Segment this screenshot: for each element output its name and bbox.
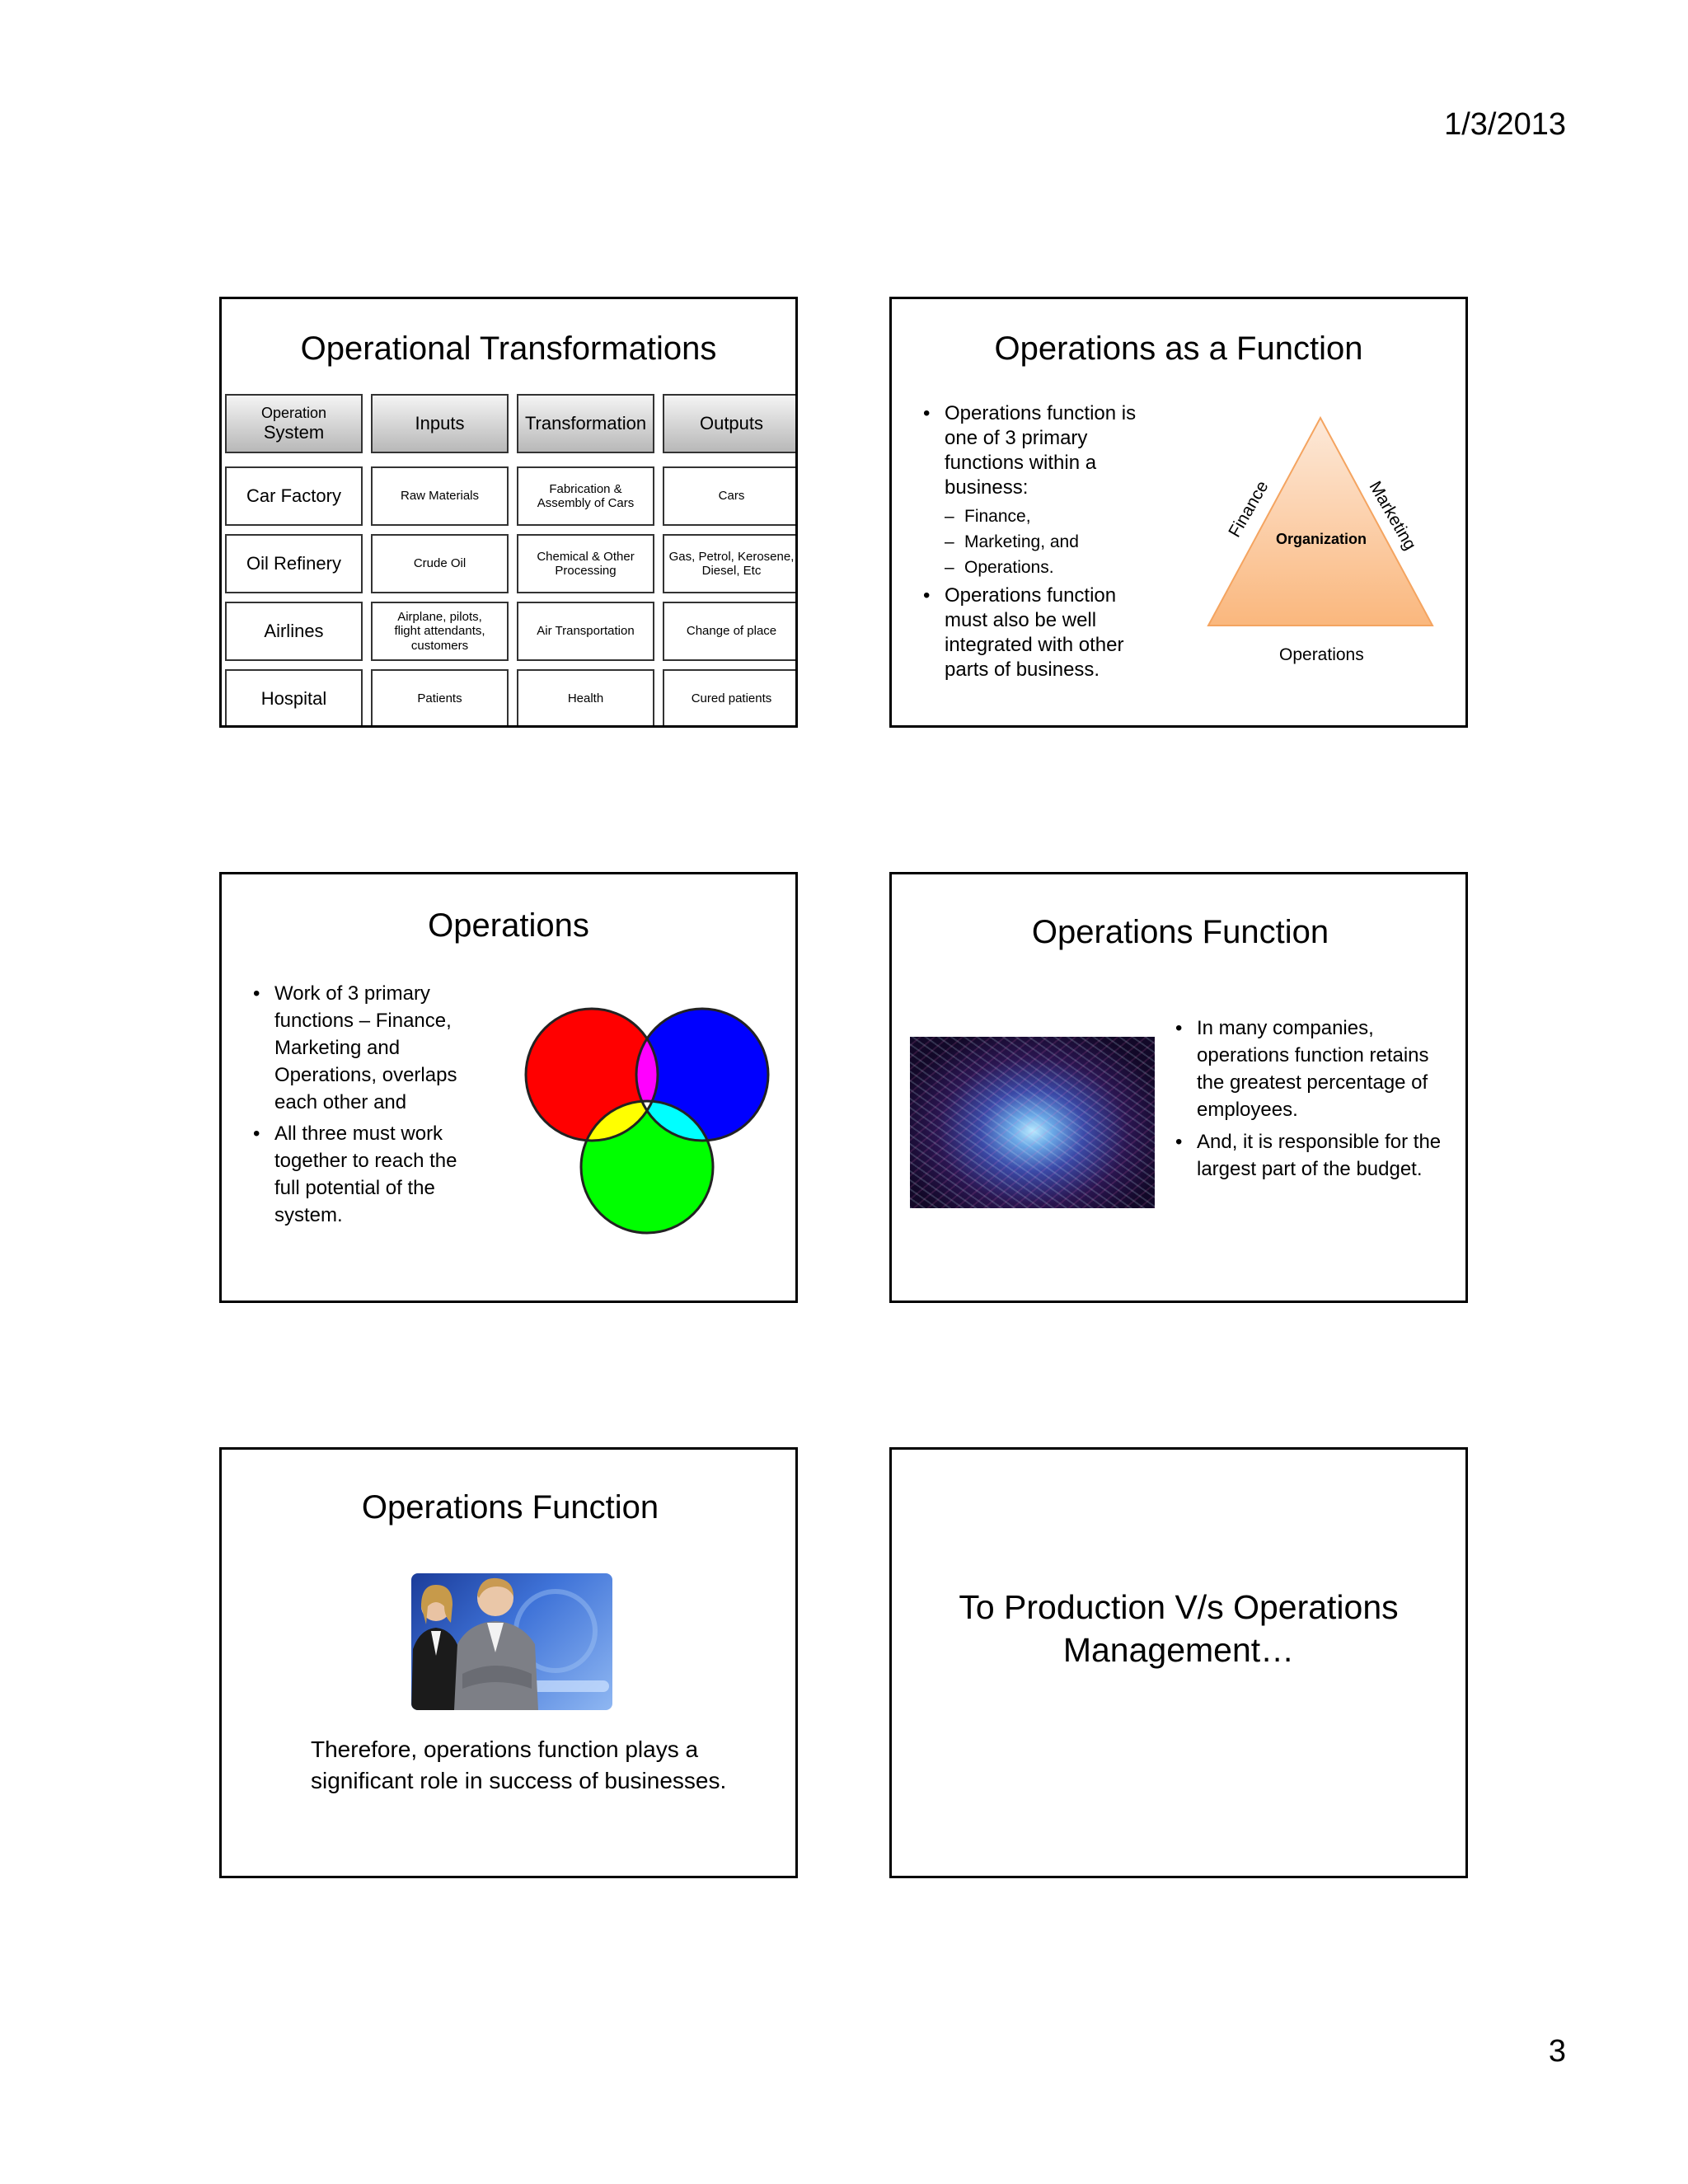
venn-overlap-red-green (581, 1101, 658, 1141)
venn-overlap-blue-green (636, 1101, 713, 1141)
slide-title: Operations (428, 907, 589, 944)
table-cell: Gas, Petrol, Kerosene, Diesel, Etc (663, 534, 795, 593)
slide-title: Operations as a Function (994, 330, 1363, 367)
business-people-photo (411, 1573, 612, 1710)
triangle-shape (1207, 415, 1434, 626)
list-item: Operations. (945, 555, 1160, 580)
header-line-2: System (263, 421, 325, 443)
venn-outline (524, 1007, 659, 1142)
bullet-list: Work of 3 primary functions – Finance, M… (251, 980, 486, 1229)
table-header-inputs: Inputs (371, 394, 509, 453)
table-cell: Fabrication & Assembly of Cars (517, 466, 654, 526)
table-cell: Patients (371, 669, 509, 725)
person-shirt (431, 1631, 441, 1656)
person-arms (462, 1666, 532, 1689)
slide-to-production-vs-operations: To Production V/s Operations Management… (889, 1447, 1468, 1878)
table-header-transformation: Transformation (517, 394, 654, 453)
header-date: 1/3/2013 (1444, 107, 1566, 142)
table-cell: Raw Materials (371, 466, 509, 526)
bullet-text: Operations function is one of 3 primary … (945, 402, 1137, 499)
data-center-photo (910, 1037, 1155, 1208)
bullet-list: In many companies, operations function r… (1174, 1015, 1454, 1183)
person-shirt (487, 1623, 504, 1652)
slide-operations-as-a-function: Operations as a Function Operations func… (889, 297, 1468, 728)
slide-title-line-2: Management… (1062, 1631, 1295, 1669)
slide-title: Operations Function (1031, 914, 1329, 950)
list-item: Finance, (945, 504, 1160, 529)
table-cell: Hospital (225, 669, 363, 725)
venn-diagram (524, 1007, 770, 1235)
slide-title: Operations Function (361, 1489, 659, 1526)
table-cell: Chemical & Other Processing (517, 534, 654, 593)
sub-bullet-list: Finance, Marketing, and Operations. (945, 504, 1160, 580)
table-cell: Cured patients (663, 669, 795, 725)
list-item: Work of 3 primary functions – Finance, M… (251, 980, 486, 1116)
list-item: And, it is responsible for the largest p… (1174, 1128, 1454, 1183)
slide-title-line-1: To Production V/s Operations (959, 1588, 1399, 1626)
table-cell: Airplane, pilots, flight attendants, cus… (371, 602, 509, 661)
person-hair (477, 1577, 513, 1598)
table-cell: Air Transportation (517, 602, 654, 661)
list-item: In many companies, operations function r… (1174, 1015, 1454, 1123)
list-item: All three must work together to reach th… (251, 1120, 486, 1229)
list-item: Operations function must also be well in… (921, 583, 1160, 682)
table-cell: Crude Oil (371, 534, 509, 593)
triangle-center-label: Organization (1276, 531, 1367, 547)
table-cell: Health (517, 669, 654, 725)
slide-title: Operational Transformations (300, 330, 717, 367)
slide-operations-function-2: Operations Function Therefore, operation… (219, 1447, 798, 1878)
slide-caption: Therefore, operations function plays a s… (311, 1736, 727, 1793)
table-cell: Oil Refinery (225, 534, 363, 593)
slide-operational-transformations: Operational Transformations Operation Sy… (219, 297, 798, 728)
organization-triangle-shape (1207, 415, 1434, 626)
list-item: Marketing, and (945, 529, 1160, 555)
slide-operations: Operations Work of 3 primary functions –… (219, 872, 798, 1303)
venn-outline (579, 1099, 715, 1235)
slide-operations-function-1: Operations Function In many companies, o… (889, 872, 1468, 1303)
table-header-outputs: Outputs (663, 394, 795, 453)
person-hair (421, 1585, 452, 1624)
header-line-1: Operation (260, 405, 327, 421)
table-cell: Cars (663, 466, 795, 526)
table-header-operation-system: Operation System (225, 394, 363, 453)
table-cell: Airlines (225, 602, 363, 661)
triangle-bottom-label: Operations (1279, 645, 1364, 664)
list-item: Operations function is one of 3 primary … (921, 401, 1160, 580)
bullet-list: Operations function is one of 3 primary … (921, 401, 1160, 682)
person-body (411, 1628, 461, 1710)
page-number: 3 (1548, 2034, 1566, 2069)
venn-outline (635, 1007, 770, 1142)
table-cell: Change of place (663, 602, 795, 661)
table-cell: Car Factory (225, 466, 363, 526)
